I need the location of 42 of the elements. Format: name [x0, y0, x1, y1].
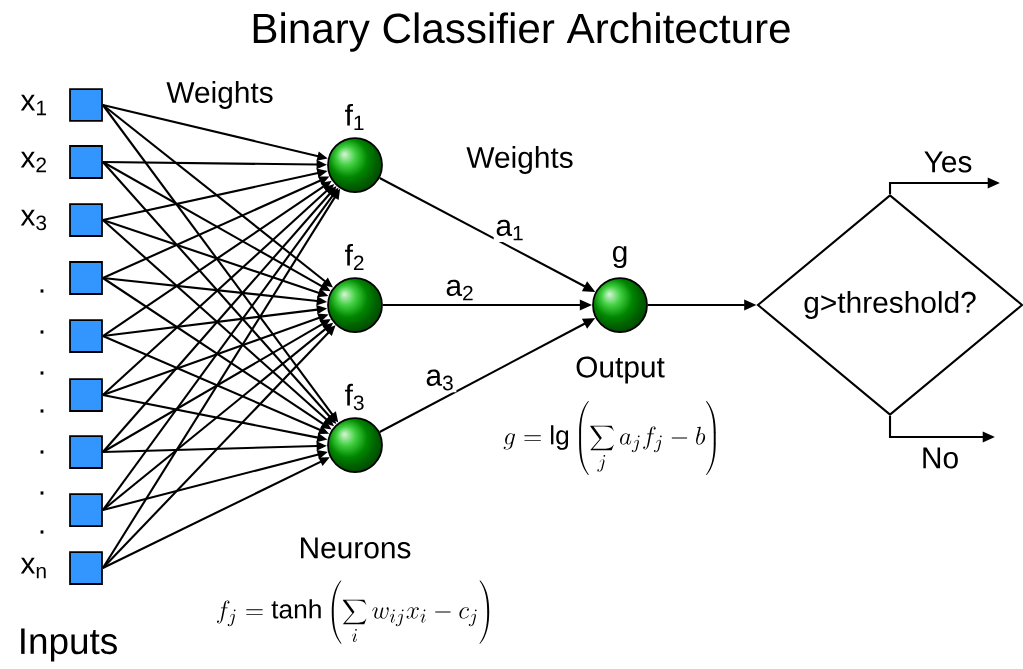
title: Binary Classifier Architecture: [253, 12, 790, 52]
input-square: [69, 88, 103, 122]
edge-label: a$_{2}$: [443, 277, 477, 303]
inputs-label: Inputs: [21, 628, 117, 662]
node-label: x$_{1}$: [20, 94, 46, 116]
neuron-circle: [327, 277, 383, 333]
edge-label: Yes: [921, 149, 975, 175]
neuron-circle: [327, 137, 383, 193]
arrow: [102, 104, 333, 288]
formula: $g=\lg\left(\sum_j a_j f_j - b\right)$: [503, 401, 716, 475]
dot: .: [40, 289, 44, 293]
dot: .: [40, 330, 44, 334]
input-square: [69, 203, 103, 237]
input-square: [69, 551, 103, 585]
dot: .: [40, 450, 44, 454]
neuron-circle: [592, 277, 648, 333]
node-label: g: [612, 245, 627, 269]
node-label: f$_{1}$: [345, 103, 364, 131]
input-square: [69, 319, 103, 353]
edge-label: a$_{3}$: [423, 367, 457, 393]
dot: .: [40, 530, 44, 534]
edge-label: a$_{1}$: [493, 217, 527, 243]
input-square: [69, 378, 103, 412]
node-label: f$_{2}$: [345, 243, 364, 271]
input-square: [69, 435, 103, 469]
neurons-label: Neurons: [301, 537, 411, 559]
dot: .: [40, 371, 44, 375]
input-square: [69, 261, 103, 295]
dot: .: [40, 491, 44, 495]
node-label: x$_{n}$: [20, 557, 46, 579]
dot: .: [40, 409, 44, 413]
output-label: Output: [576, 356, 665, 384]
weights-label: Weights: [466, 146, 573, 174]
node-label: x$_{2}$: [20, 151, 46, 173]
neuron-circle: [327, 417, 383, 473]
node-label: x$_{3}$: [20, 209, 47, 231]
node-label: f$_{3}$: [345, 383, 364, 411]
input-square: [69, 145, 103, 179]
formula: $f_j=\tanh\left(\sum_i w_{ij} x_i - c_j\right)$: [217, 580, 490, 644]
edge-label: No: [919, 445, 961, 471]
weights-label: Weights: [166, 81, 273, 109]
input-square: [69, 493, 103, 527]
